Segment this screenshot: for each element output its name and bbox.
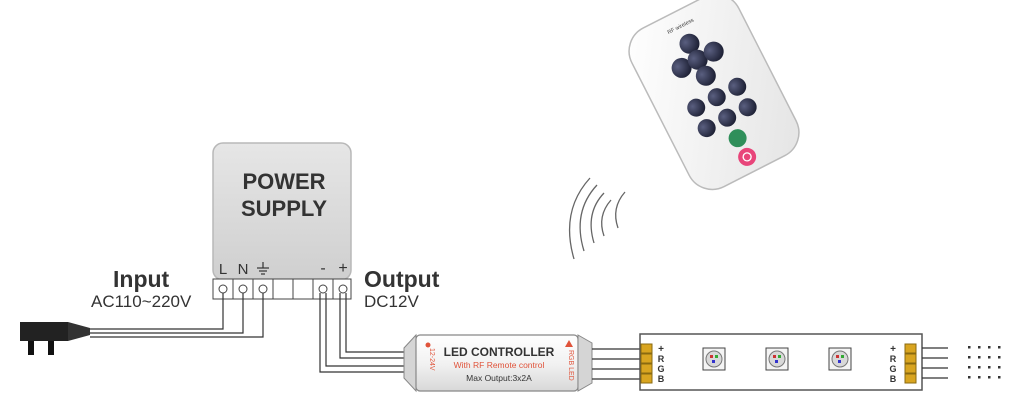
remote-right-button[interactable]: [700, 38, 727, 65]
led-chip-1: [702, 347, 726, 371]
remote-power-button[interactable]: [735, 145, 759, 169]
remote-mode-button[interactable]: [726, 126, 750, 150]
left-pin-b: B: [658, 374, 665, 384]
right-solder-pads: [904, 343, 917, 384]
right-pin-r: R: [890, 354, 897, 364]
right-pin-plus: +: [890, 344, 896, 355]
power-supply-title-line1: POWER: [242, 169, 325, 194]
controller-indicator: [425, 342, 431, 348]
controller-right-cap: [577, 334, 593, 392]
remote-key-1[interactable]: [684, 96, 708, 120]
controller-max-output: Max Output:3x2A: [466, 373, 532, 383]
led-strip: + R G B + R G B: [639, 333, 923, 391]
power-supply: POWER SUPPLY L N - +: [212, 142, 352, 300]
rf-remote: RF wireless: [628, 0, 800, 191]
controller-side-right: RGB LED: [567, 350, 574, 381]
remote-key-2[interactable]: [705, 85, 729, 109]
terminal-label-minus: -: [320, 260, 325, 277]
input-voltage: AC110~220V: [91, 292, 192, 311]
remote-down-button[interactable]: [692, 62, 719, 89]
left-pin-r: R: [658, 354, 665, 364]
remote-key-6[interactable]: [736, 95, 760, 119]
right-pin-b: B: [890, 374, 897, 384]
strip-extension-wires: [922, 347, 948, 379]
remote-up-button[interactable]: [676, 30, 703, 57]
remote-key-5[interactable]: [715, 106, 739, 130]
led-chip-3: [828, 347, 852, 371]
controller-left-cap: [403, 333, 417, 393]
remote-left-button[interactable]: [668, 54, 695, 81]
terminal-block: [212, 278, 352, 300]
remote-key-4[interactable]: [695, 116, 719, 140]
terminal-screw-N: [238, 284, 248, 294]
terminal-label-plus: +: [338, 260, 347, 277]
terminal-label-N: N: [238, 261, 249, 278]
output-voltage: DC12V: [364, 292, 419, 311]
terminal-label-L: L: [219, 261, 227, 278]
rf-signal-waves-icon: [568, 177, 626, 260]
left-pin-plus: +: [658, 344, 664, 355]
terminal-screw-plus: [338, 284, 348, 294]
left-solder-pads: [640, 343, 653, 384]
remote-key-3[interactable]: [725, 75, 749, 99]
controller-side-left: 12-24V: [428, 348, 435, 371]
remote-dpad[interactable]: [660, 22, 735, 97]
right-pin-g: G: [889, 364, 896, 374]
left-pin-g: G: [657, 364, 664, 374]
terminal-screw-minus: [318, 284, 328, 294]
controller-output-wires: [592, 348, 640, 380]
power-supply-title-line2: SUPPLY: [241, 196, 327, 221]
controller-warning-icon: [565, 340, 573, 347]
led-chip-2: [765, 347, 789, 371]
output-label: Output: [364, 266, 440, 292]
remote-center-button[interactable]: [684, 46, 711, 73]
led-controller: 12-24V RGB LED LED CONTROLLER With RF Re…: [403, 333, 593, 393]
terminal-screw-ground: [258, 284, 268, 294]
ac-plug-icon: [20, 322, 90, 355]
terminal-screw-L: [218, 284, 228, 294]
input-label: Input: [113, 266, 170, 292]
controller-subtitle: With RF Remote control: [454, 360, 545, 370]
dc-output-wires: [319, 293, 404, 373]
ac-input-wires: [90, 293, 264, 338]
continuation-dots-icon: [968, 346, 1001, 379]
ground-icon: [257, 262, 269, 275]
controller-title: LED CONTROLLER: [444, 345, 555, 359]
